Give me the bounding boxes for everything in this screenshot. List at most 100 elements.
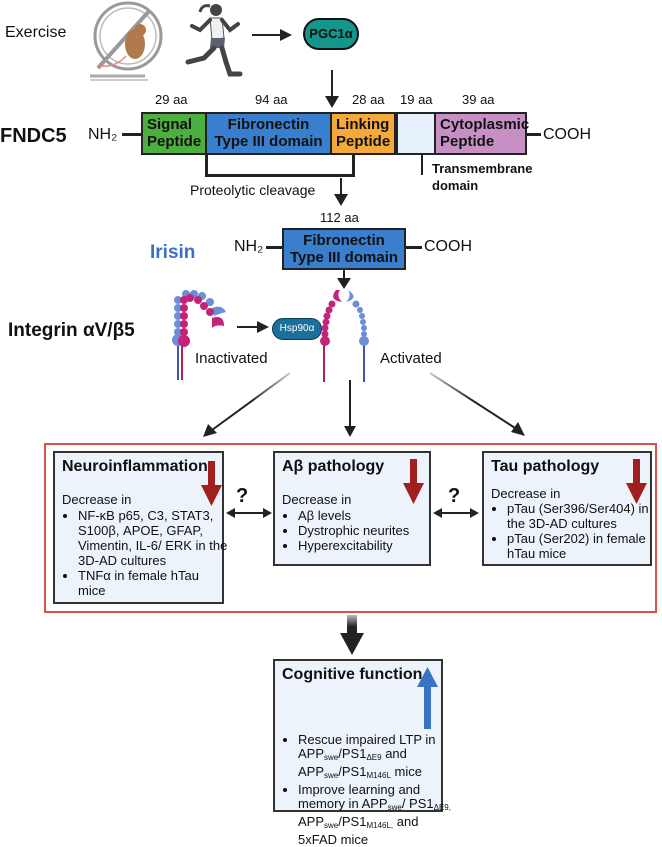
decrease-arrow-icon	[201, 461, 222, 506]
fndc5-n-terminus: NH₂	[88, 126, 118, 143]
cognitive-list: Rescue impaired LTP in APPswe/PS1ΔE9 and…	[275, 733, 453, 847]
text: and APP	[298, 746, 407, 779]
subscript: swe	[324, 821, 339, 830]
arrow-cleavage-to-irisin	[334, 178, 348, 206]
cytoplasmic-peptide-segment: Cytoplasmic Peptide	[434, 112, 530, 155]
inactivated-label: Inactivated	[195, 350, 268, 367]
fndc5-c-linker	[527, 133, 541, 136]
arrow-to-cognitive	[340, 615, 364, 655]
tau-list: pTau (Ser396/Ser404) in the 3D-AD cultur…	[484, 501, 662, 561]
arrowhead-neuroinflammation	[203, 424, 217, 437]
bidirectional-arrow-left	[226, 508, 272, 518]
tau-title: Tau pathology	[491, 458, 600, 475]
neuroinflammation-panel: Neuroinflammation Decrease in NF-κB p65,…	[53, 451, 227, 604]
arrow-inactive-to-active	[237, 321, 269, 333]
irisin-c-terminus: COOH	[424, 238, 472, 255]
irisin-length: 112 aa	[320, 210, 359, 225]
increase-arrow-icon	[417, 667, 438, 729]
question-mark-left: ?	[236, 485, 249, 507]
segment-length: 94 aa	[255, 92, 288, 107]
arrow-to-neuroinflammation	[211, 372, 291, 431]
segment-length: 19 aa	[400, 92, 433, 107]
transmembrane-pointer	[421, 155, 423, 175]
segment-text: Linking	[336, 116, 390, 133]
decrease-arrow-icon	[626, 459, 647, 504]
irisin-n-linker	[266, 246, 282, 249]
transmembrane-label: Transmembrane domain	[432, 160, 532, 194]
subscript: ΔE9	[366, 753, 382, 762]
arrow-to-tau	[429, 372, 516, 429]
bidirectional-arrow-right	[433, 508, 479, 518]
activated-label: Activated	[380, 350, 442, 367]
abeta-title: Aβ pathology	[282, 458, 385, 475]
decrease-arrow-icon	[403, 459, 424, 504]
fanout-arrows	[203, 372, 525, 437]
cleavage-bracket-bottom	[205, 174, 355, 177]
text: / PS1	[401, 796, 434, 811]
active-integrin-icon	[320, 290, 369, 382]
signal-peptide-segment: Signal Peptide	[141, 112, 207, 155]
neuroinflammation-intro: Decrease in	[62, 492, 132, 507]
subscript: M146L,	[366, 821, 394, 830]
exercise-label: Exercise	[5, 24, 67, 41]
question-mark-right: ?	[448, 485, 461, 507]
neuroinflammation-list: NF-κB p65, C3, STAT3, S100β, APOE, GFAP,…	[55, 508, 228, 598]
text: APP	[298, 814, 325, 829]
list-item: pTau (Ser396/Ser404) in the 3D-AD cultur…	[507, 501, 662, 531]
tau-intro: Decrease in	[491, 486, 561, 501]
subscript: M146L	[366, 771, 391, 780]
text: /PS1	[338, 764, 367, 779]
cleavage-label: Proteolytic cleavage	[190, 182, 316, 198]
segment-length: 28 aa	[352, 92, 385, 107]
fndc5-n-linker	[122, 133, 141, 136]
cleavage-bracket-left	[205, 155, 208, 177]
segment-length: 29 aa	[155, 92, 188, 107]
list-item: Improve learning and memory in APPswe/ P…	[298, 783, 453, 847]
irisin-domain-text: Fibronectin	[303, 232, 385, 249]
segment-text: Peptide	[440, 133, 495, 150]
subscript: swe	[387, 803, 402, 812]
text: Improve learning and memory in APP	[298, 782, 421, 811]
hsp90a-label: Hsp90α	[279, 323, 315, 334]
irisin-domain-text: Type III domain	[289, 249, 399, 266]
segment-text: Peptide	[336, 133, 391, 150]
fndc5-c-terminus: COOH	[543, 126, 591, 143]
arrow-exercise-to-pgc1a	[252, 29, 292, 41]
integrin-label: Integrin αV/β5	[8, 320, 135, 341]
text: Rescue impaired LTP in APP	[298, 732, 436, 761]
text: /PS1	[338, 814, 367, 829]
hamster-wheel-icon	[90, 1, 163, 81]
arrow-pgc1a-to-fndc5	[325, 70, 339, 108]
segment-text: Signal	[147, 116, 193, 133]
irisin-c-linker	[406, 246, 422, 249]
cognitive-panel: Cognitive function Rescue impaired LTP i…	[273, 659, 451, 847]
segment-text: Peptide	[147, 133, 202, 150]
irisin-fibronectin-domain: Fibronectin Type III domain	[282, 228, 406, 270]
arrow-irisin-to-integrin	[337, 270, 351, 289]
abeta-intro: Decrease in	[282, 492, 352, 507]
tau-panel: Tau pathology Decrease in pTau (Ser396/S…	[482, 451, 652, 566]
list-item: Rescue impaired LTP in APPswe/PS1ΔE9 and…	[298, 733, 453, 783]
pgc1a-node: PGC1α	[303, 18, 359, 50]
transmembrane-label-line: Transmembrane	[432, 161, 533, 176]
inactive-integrin-icon	[172, 290, 226, 380]
text: /PS1	[338, 746, 367, 761]
hsp90a-node: Hsp90α	[272, 318, 322, 340]
list-item: Hyperexcitability	[298, 538, 438, 553]
cleavage-bracket-right	[352, 155, 355, 177]
runner-icon	[185, 4, 243, 77]
irisin-n-terminus: NH₂	[234, 238, 264, 255]
list-item: Aβ levels	[298, 508, 438, 523]
segment-text: Cytoplasmic	[440, 116, 530, 133]
list-item: NF-κB p65, C3, STAT3, S100β, APOE, GFAP,…	[78, 508, 228, 568]
subscript: swe	[324, 771, 339, 780]
outcomes-frame	[44, 443, 657, 613]
abeta-list: Aβ levels Dystrophic neurites Hyperexcit…	[275, 508, 438, 553]
segment-text: Fibronectin	[227, 116, 310, 133]
list-item: TNFα in female hTau mice	[78, 568, 228, 598]
pgc1a-label: PGC1α	[309, 26, 353, 41]
subscript: swe	[324, 753, 339, 762]
abeta-panel: Aβ pathology Decrease in Aβ levels Dystr…	[273, 451, 431, 566]
fndc5-label: FNDC5	[0, 125, 67, 147]
transmembrane-label-line: domain	[432, 178, 479, 193]
